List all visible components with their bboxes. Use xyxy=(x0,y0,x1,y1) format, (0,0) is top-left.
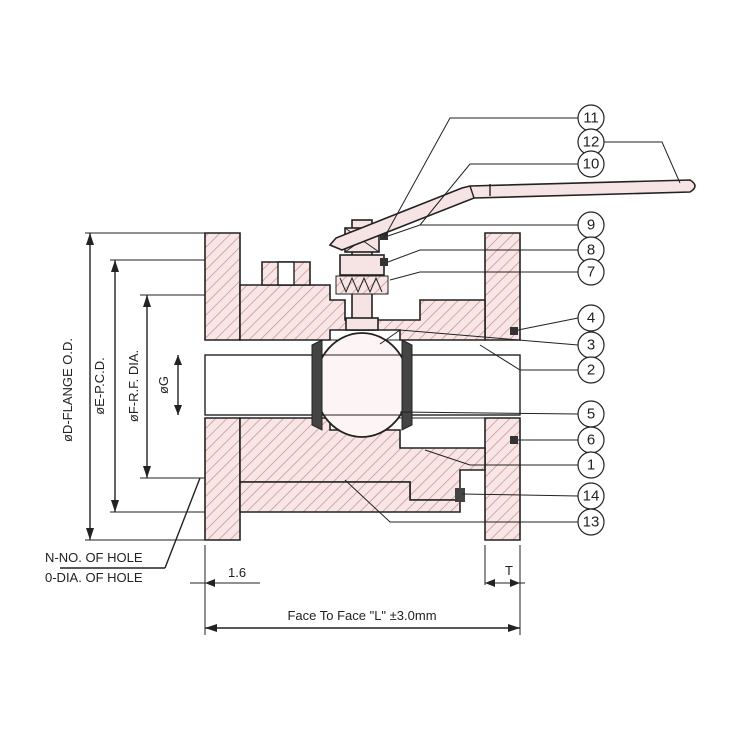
balloon-12: 12 xyxy=(577,128,605,156)
balloon-2: 2 xyxy=(577,356,605,384)
rf-dia-label: øF-R.F. DIA. xyxy=(126,350,141,422)
gland xyxy=(339,254,385,276)
balloon-10: 10 xyxy=(577,150,605,178)
gasket-4 xyxy=(510,327,518,335)
balloon-9-label: 9 xyxy=(587,217,595,234)
dimension-lines xyxy=(60,232,525,635)
balloon-13: 13 xyxy=(577,508,605,536)
balloon-1-label: 1 xyxy=(587,457,595,474)
balloon-14-label: 14 xyxy=(583,488,600,505)
seat-right xyxy=(401,339,413,431)
balloon-6: 6 xyxy=(577,426,605,454)
balloon-4: 4 xyxy=(577,304,605,332)
balloon-7: 7 xyxy=(577,258,605,286)
balloon-5: 5 xyxy=(577,400,605,428)
handle xyxy=(328,179,696,251)
balloon-3: 3 xyxy=(577,331,605,359)
bore-right xyxy=(394,354,521,416)
flange-od-label: øD-FLANGE O.D. xyxy=(60,338,75,442)
bore-left xyxy=(204,354,331,416)
balloon-11-label: 11 xyxy=(583,110,599,127)
pcd-label: øE-P.C.D. xyxy=(92,357,107,415)
balloon-6-label: 6 xyxy=(587,432,595,449)
balloon-14: 14 xyxy=(577,482,605,510)
gasket-6 xyxy=(510,436,518,444)
face-to-face-label: Face To Face "L" ±3.0mm xyxy=(287,608,436,623)
thickness-label: T xyxy=(505,563,513,578)
rf-height-label: 1.6 xyxy=(228,565,246,580)
balloon-13-label: 13 xyxy=(583,514,600,531)
balloon-9: 9 xyxy=(577,211,605,239)
holes-dia-label: 0-DIA. OF HOLE xyxy=(45,570,143,585)
valve-body xyxy=(204,232,521,541)
leader-lines xyxy=(344,117,681,523)
bolt-14 xyxy=(455,488,465,502)
right-flange xyxy=(484,232,521,341)
packing-spring xyxy=(335,275,389,295)
balloon-3-label: 3 xyxy=(587,337,595,354)
upper-body-shell xyxy=(239,284,486,341)
balloon-4-label: 4 xyxy=(587,310,595,327)
balloon-11: 11 xyxy=(577,104,605,132)
holes-number-label: N-NO. OF HOLE xyxy=(45,550,143,565)
balloon-12-label: 12 xyxy=(583,134,600,151)
stem-assembly xyxy=(328,179,696,331)
stem-lower xyxy=(345,317,379,331)
balloon-7-label: 7 xyxy=(587,264,595,281)
left-flange-lower xyxy=(204,417,241,541)
seat-left xyxy=(311,339,323,431)
balloon-5-label: 5 xyxy=(587,406,595,423)
pad-hole xyxy=(277,261,295,286)
balloon-8-label: 8 xyxy=(587,242,595,259)
balloon-10-label: 10 xyxy=(583,156,600,173)
washer-8 xyxy=(380,258,388,266)
balloon-1: 1 xyxy=(577,451,605,479)
ball xyxy=(314,332,410,438)
bore-label: øG xyxy=(156,376,171,394)
left-flange xyxy=(204,232,241,341)
washer-9 xyxy=(380,232,388,240)
balloon-2-label: 2 xyxy=(587,362,595,379)
